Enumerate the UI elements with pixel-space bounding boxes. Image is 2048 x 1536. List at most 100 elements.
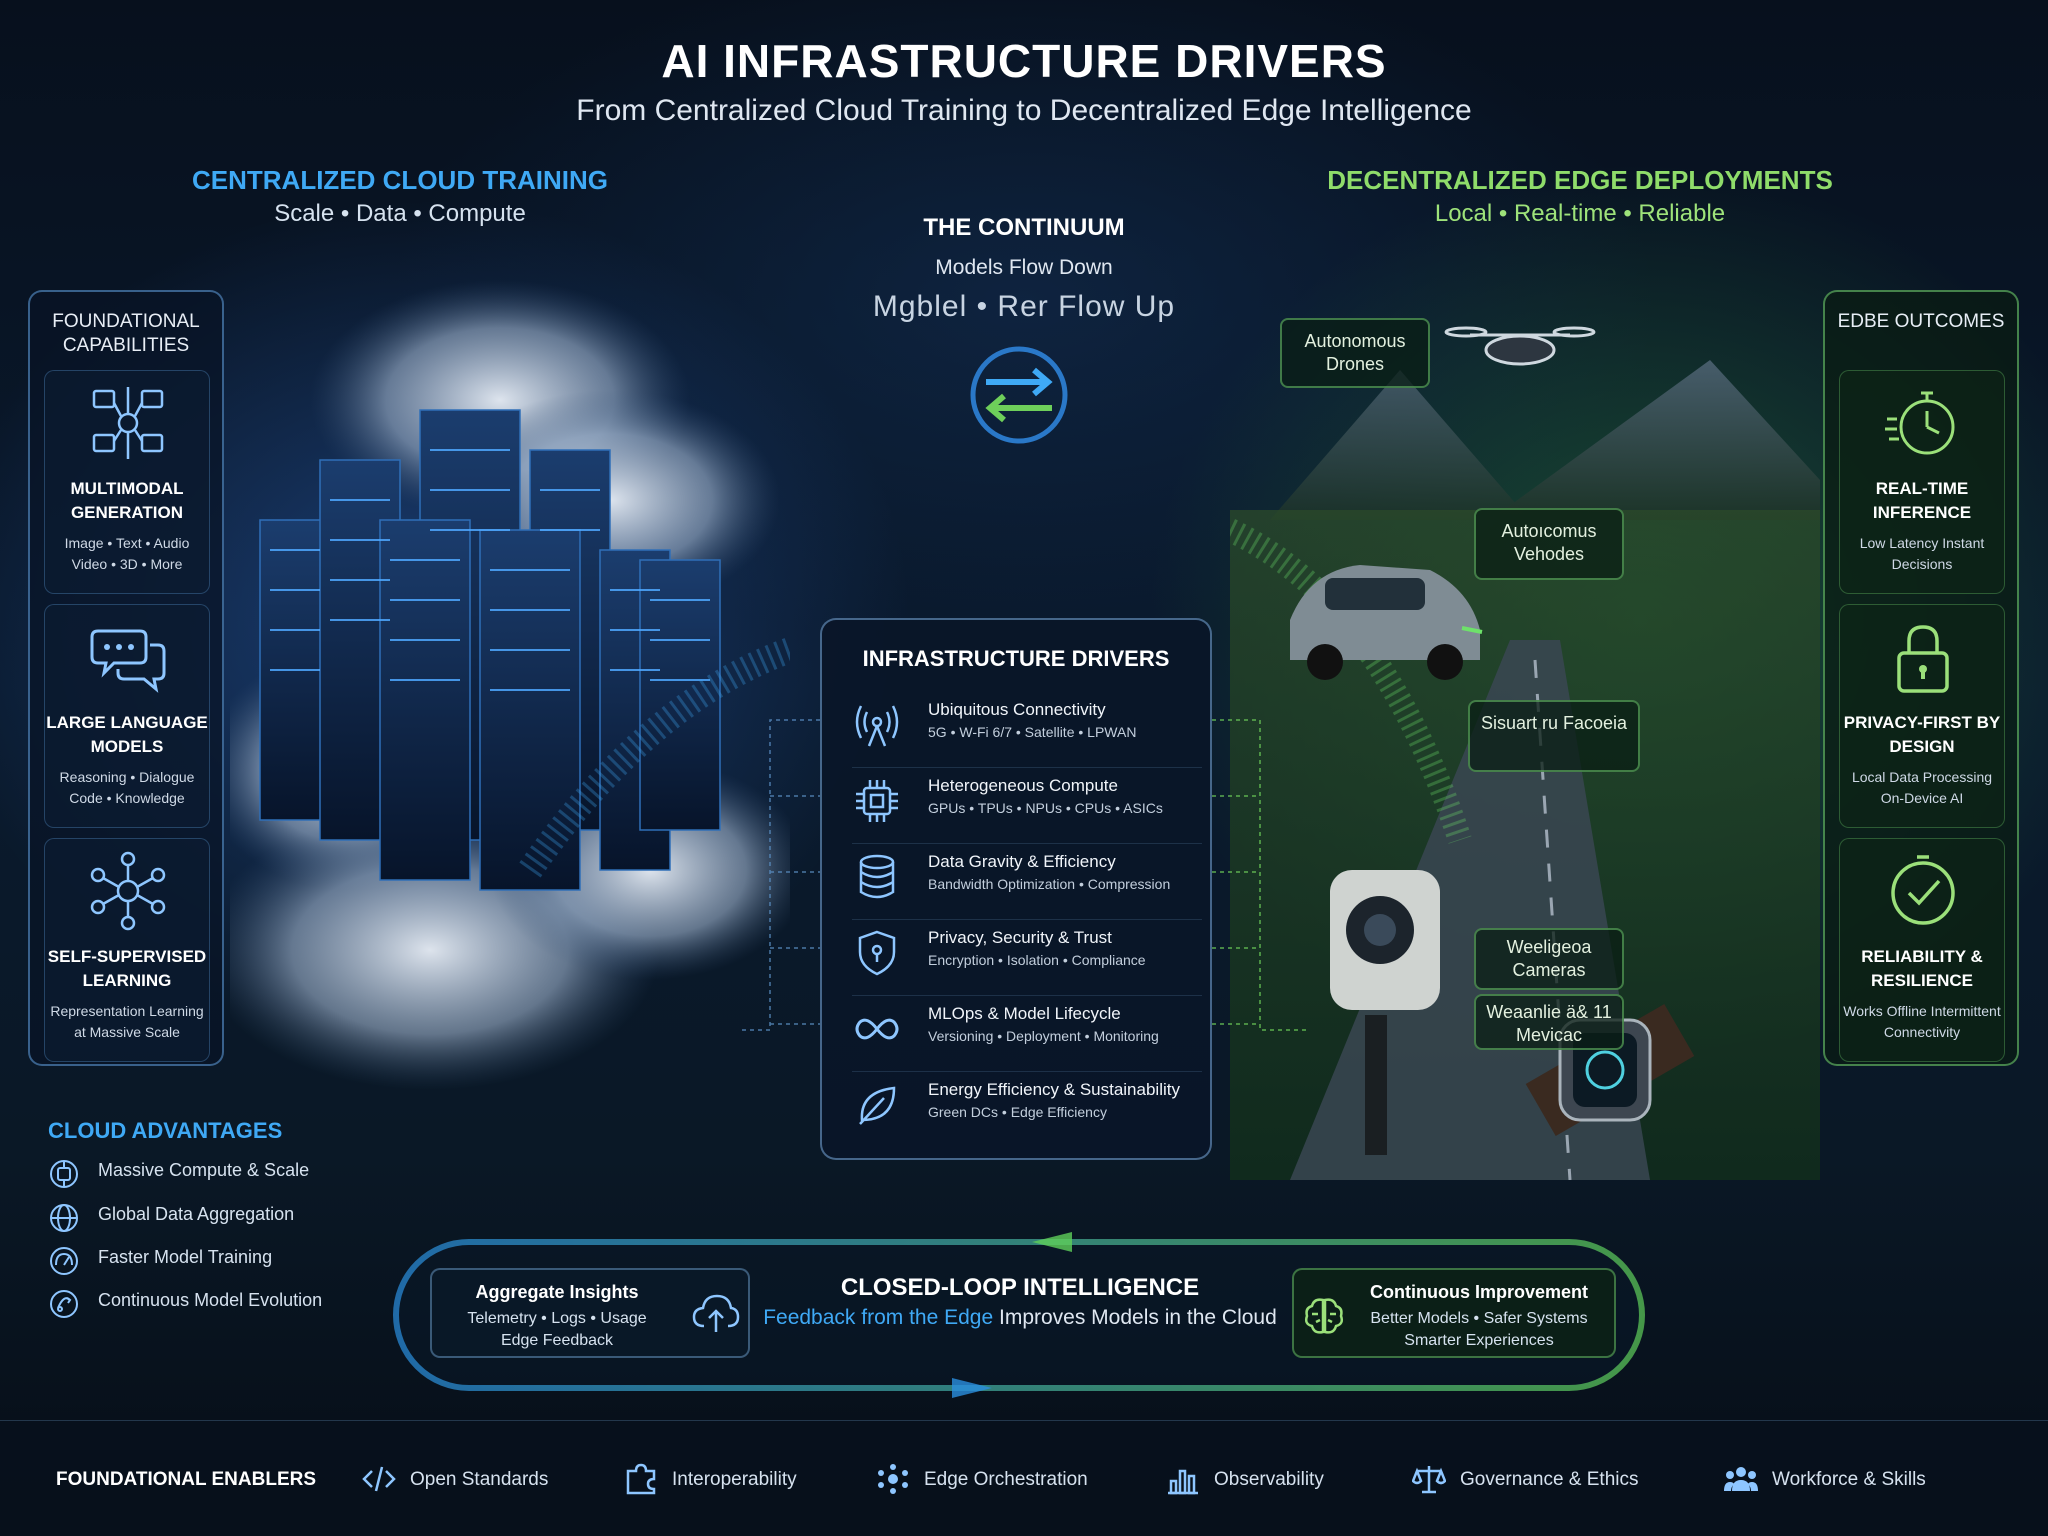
globe-icon: [50, 1204, 78, 1232]
driver-title: Privacy, Security & Trust: [928, 928, 1112, 947]
edge-label-factories: Sisuart ru Facoeia: [1468, 700, 1640, 772]
advantage-label: Faster Model Training: [98, 1247, 273, 1267]
outcome-card-reliability: RELIABILITY & RESILIENCE Works Offline I…: [1839, 838, 2005, 1062]
panel-title: FOUNDATIONAL CAPABILITIES: [52, 311, 200, 356]
driver-title: MLOps & Model Lifecycle: [928, 1004, 1121, 1023]
chat-bubbles-icon: [90, 629, 166, 693]
loop-box-desc-line: Smarter Experiences: [1404, 1332, 1554, 1349]
infinity-icon: [855, 1018, 899, 1040]
bar-chart-icon: [1168, 1469, 1198, 1495]
card-desc: Image • Text • Audio Video • 3D • More: [64, 535, 190, 572]
speed-icon: [50, 1247, 78, 1275]
multimodal-icon: [92, 387, 164, 459]
loop-box-desc: Telemetry • Logs • Usage Edge Feedback: [432, 1308, 682, 1352]
driver-title: Energy Efficiency & Sustainability: [928, 1080, 1180, 1099]
enabler-label: Observability: [1214, 1469, 1324, 1490]
edge-heading: DECENTRALIZED EDGE DEPLOYMENTS: [1327, 165, 1833, 195]
driver-desc: 5G • W-Fi 6/7 • Satellite • LPWAN: [928, 724, 1137, 740]
enabler-label: Governance & Ethics: [1460, 1469, 1639, 1490]
code-icon: [362, 1466, 396, 1492]
driver-connectors: [740, 719, 1310, 1031]
card-title: LARGE LANGUAGE MODELS: [46, 713, 208, 756]
scales-icon: [1412, 1466, 1446, 1494]
edge-label-vehicles: Autoıcomus Vehodes: [1474, 508, 1624, 580]
driver-mlops: MLOps & Model Lifecycle Versioning • Dep…: [852, 996, 1202, 1072]
driver-title: Data Gravity & Efficiency: [928, 852, 1116, 871]
card-title: SELF-SUPERVISED LEARNING: [47, 947, 207, 990]
edge-landscape-illustration: [1230, 326, 1820, 1180]
driver-desc: Encryption • Isolation • Compliance: [928, 952, 1146, 968]
capability-card-self-supervised: SELF-SUPERVISED LEARNING Representation …: [44, 838, 210, 1062]
advantage-label: Massive Compute & Scale: [98, 1160, 310, 1180]
stopwatch-icon: [1885, 391, 1955, 455]
panel-title: EDBE OUTCOMES: [1837, 311, 2005, 332]
advantage-label: Global Data Aggregation: [98, 1204, 295, 1224]
database-icon: [859, 854, 895, 899]
closed-loop-subtitle: Feedback from the Edge Improves Models i…: [700, 1306, 1340, 1330]
driver-title: Ubiquitous Connectivity: [928, 700, 1106, 719]
driver-data-gravity: Data Gravity & Efficiency Bandwidth Opti…: [852, 844, 1202, 920]
card-desc: Works Offline Intermittent Connectivity: [1843, 1003, 2001, 1040]
edge-label-cameras: Weeligeoa Cameras: [1474, 928, 1624, 990]
footer-title: FOUNDATIONAL ENABLERS: [56, 1469, 317, 1490]
loop-subtitle-highlight: Feedback from the Edge: [763, 1306, 994, 1329]
check-circle-icon: [1891, 855, 1955, 925]
card-desc: Reasoning • Dialogue Code • Knowledge: [59, 769, 195, 806]
card-title: RELIABILITY & RESILIENCE: [1861, 947, 1983, 990]
continuum-down-text: Models Flow Down: [935, 256, 1113, 279]
card-desc: Representation Learning at Massive Scale: [50, 1003, 204, 1040]
driver-connectivity: Ubiquitous Connectivity 5G • W-Fi 6/7 • …: [852, 692, 1202, 768]
cloud-heading: CENTRALIZED CLOUD TRAINING: [192, 165, 608, 195]
continuum-block: THE CONTINUUM Models Flow Down Mgblel • …: [824, 214, 1224, 324]
outcome-card-real-time: REAL-TIME INFERENCE Low Latency Instant …: [1839, 370, 2005, 594]
sync-arrows-icon: [970, 346, 1068, 444]
edge-label-drones: Autonomous Drones: [1280, 318, 1430, 388]
outcome-card-privacy: PRIVACY-FIRST BY DESIGN Local Data Proce…: [1839, 604, 2005, 828]
cloud-upload-icon: [692, 1294, 740, 1332]
brain-icon: [1304, 1298, 1344, 1334]
shield-icon: [858, 930, 896, 976]
loop-box-desc: Better Models • Safer Systems Smarter Ex…: [1344, 1308, 1614, 1352]
card-desc: Low Latency Instant Decisions: [1859, 535, 1985, 572]
loop-box-title: Continuous Improvement: [1369, 1282, 1588, 1302]
antenna-icon: [855, 705, 899, 747]
edge-label-wearables: Weaanlie ä& 11 Mevicac: [1474, 994, 1624, 1050]
cloud-datacenter-illustration: [230, 280, 790, 1090]
driver-energy: Energy Efficiency & Sustainability Green…: [852, 1072, 1202, 1148]
foundational-capabilities-panel: FOUNDATIONAL CAPABILITIES MULTIMODAL GEN…: [28, 290, 224, 1066]
continuous-improvement-box: Continuous Improvement Better Models • S…: [1292, 1268, 1616, 1358]
enabler-label: Edge Orchestration: [924, 1469, 1088, 1490]
drivers-title: INFRASTRUCTURE DRIVERS: [862, 646, 1170, 671]
loop-box-desc-line: Telemetry • Logs • Usage: [467, 1310, 647, 1327]
card-desc: Local Data Processing On-Device AI: [1851, 769, 1993, 806]
driver-desc: Green DCs • Edge Efficiency: [928, 1104, 1107, 1120]
continuum-title: THE CONTINUUM: [923, 214, 1125, 241]
aggregate-insights-box: Aggregate Insights Telemetry • Logs • Us…: [430, 1268, 750, 1358]
compute-scale-icon: [50, 1160, 78, 1188]
page-subtitle: From Centralized Cloud Training to Decen…: [576, 94, 1472, 127]
card-title: MULTIMODAL GENERATION: [70, 479, 184, 522]
people-icon: [1724, 1467, 1758, 1491]
puzzle-icon: [626, 1463, 656, 1495]
driver-compute: Heterogeneous Compute GPUs • TPUs • NPUs…: [852, 768, 1202, 844]
loop-box-desc-line: Better Models • Safer Systems: [1370, 1310, 1588, 1327]
capability-card-multimodal: MULTIMODAL GENERATION Image • Text • Aud…: [44, 370, 210, 594]
edge-subheading: Local • Real-time • Reliable: [1434, 200, 1726, 227]
driver-title: Heterogeneous Compute: [928, 776, 1118, 795]
loop-box-title: Aggregate Insights: [475, 1282, 639, 1302]
driver-desc: Versioning • Deployment • Monitoring: [928, 1028, 1159, 1044]
cloud-subheading: Scale • Data • Compute: [274, 200, 526, 227]
driver-privacy: Privacy, Security & Trust Encryption • I…: [852, 920, 1202, 996]
card-title: PRIVACY-FIRST BY DESIGN: [1843, 713, 2001, 756]
loop-box-desc-line: Edge Feedback: [500, 1332, 614, 1349]
page-title: AI INFRASTRUCTURE DRIVERS: [661, 35, 1387, 87]
capability-card-llm: LARGE LANGUAGE MODELS Reasoning • Dialog…: [44, 604, 210, 828]
enabler-label: Open Standards: [410, 1469, 549, 1490]
padlock-icon: [1897, 625, 1949, 693]
foundational-enablers-footer: FOUNDATIONAL ENABLERS Open Standards Int…: [0, 1420, 2048, 1536]
driver-desc: Bandwidth Optimization • Compression: [928, 876, 1171, 892]
enabler-label: Workforce & Skills: [1772, 1469, 1926, 1490]
cluster-icon: [878, 1464, 908, 1494]
card-title: REAL-TIME INFERENCE: [1872, 479, 1972, 522]
enabler-label: Interoperability: [672, 1469, 797, 1490]
